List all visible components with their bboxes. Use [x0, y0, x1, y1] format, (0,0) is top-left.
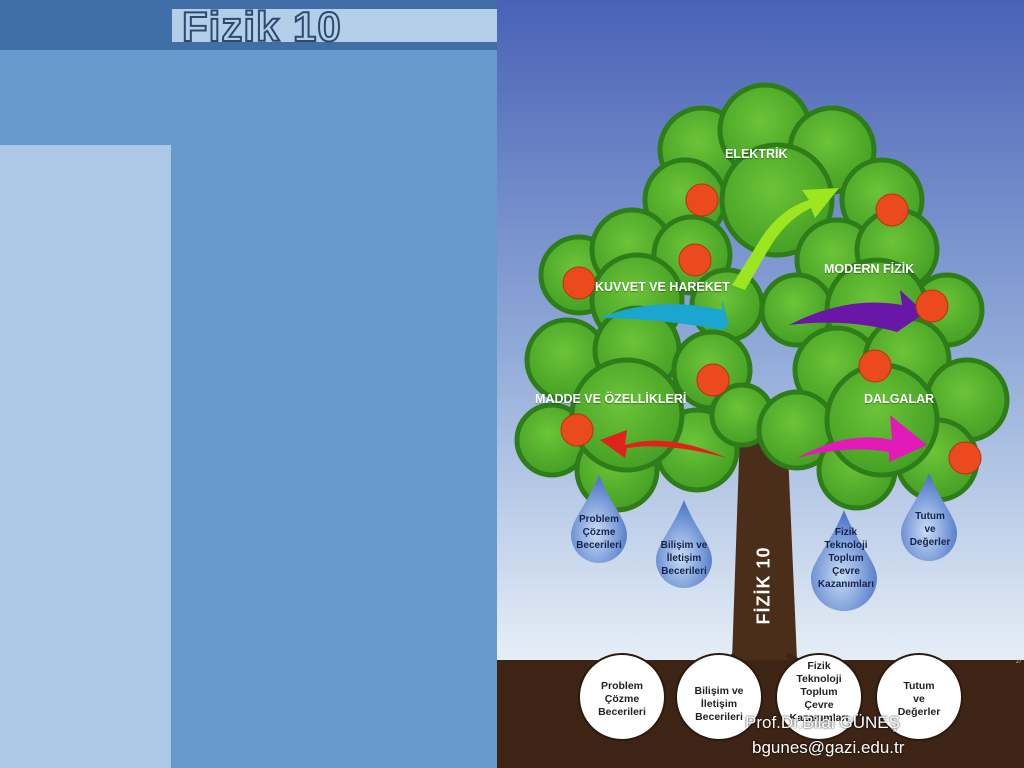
- apple: [875, 193, 909, 227]
- drop-line: Problem: [578, 514, 619, 525]
- root-tutum: [875, 653, 963, 741]
- drop-line: Çözme: [582, 527, 616, 538]
- author-email: bgunes@gazi.edu.tr: [752, 738, 905, 757]
- drop-line: Çevre: [832, 566, 860, 577]
- root-line: Problem: [600, 680, 643, 692]
- root-label-bilisim: Bilişim ve İletişim Becerileri: [684, 685, 754, 724]
- arrow-modern-fizik: [789, 290, 925, 332]
- drop-line: ve: [924, 524, 936, 535]
- tree-trunk: [732, 430, 797, 660]
- branch-label-elektrik: ELEKTRİK: [725, 147, 788, 161]
- root-label-tutum: Tutum ve Değerler: [884, 680, 954, 719]
- root-line: ve: [913, 693, 925, 705]
- apple: [858, 349, 892, 383]
- slide-title: Fizik 10: [181, 3, 342, 51]
- trunk-label: FİZİK 10: [753, 546, 774, 625]
- physics-tree-image: ELEKTRİK KUVVET VE HAREKET MODERN FİZİK …: [497, 0, 1024, 768]
- root-line: Toplum: [800, 686, 838, 698]
- drop-line: Toplum: [828, 553, 864, 564]
- arrow-dalgalar: [797, 415, 927, 462]
- drop-line: Becerileri: [576, 540, 622, 551]
- arrow-kuvvet: [600, 300, 729, 330]
- branch-label-madde: MADDE VE ÖZELLİKLERİ: [535, 392, 687, 406]
- title-box: [172, 9, 497, 42]
- drop-label-bilisim: Bilişim ve İletişim Becerileri: [652, 539, 716, 578]
- drop-line: Teknoloji: [824, 540, 868, 551]
- tree-illustration: [497, 0, 1024, 768]
- header-band: [0, 50, 497, 145]
- root-line: Fizik: [807, 660, 831, 672]
- root-line: Becerileri: [598, 706, 646, 718]
- root-line: İletişim: [700, 698, 738, 710]
- root-line: Tutum: [903, 680, 935, 692]
- author-name: Prof.Dr.Bilal GÜNEŞ: [745, 713, 900, 732]
- apple: [915, 289, 949, 323]
- drop-line: Bilişim ve: [660, 540, 708, 551]
- drop-tutum: [901, 473, 957, 561]
- drop-bilisim: [656, 500, 712, 588]
- root-line: Çözme: [604, 693, 640, 705]
- page-number: 27: [1016, 659, 1022, 665]
- apple: [948, 441, 982, 475]
- drop-fizik: [811, 510, 877, 611]
- arrow-madde: [600, 430, 727, 458]
- apple: [678, 243, 712, 277]
- apples: [560, 183, 982, 475]
- root-fizik: [775, 653, 863, 741]
- drop-line: Becerileri: [661, 566, 707, 577]
- root-problem: [578, 653, 666, 741]
- branch-label-modern-fizik: MODERN FİZİK: [824, 262, 915, 276]
- arrow-elektrik: [732, 188, 839, 290]
- apple: [696, 363, 730, 397]
- root-bilisim: [675, 653, 763, 741]
- root-label-fizik: Fizik Teknoloji Toplum Çevre Kazanımları: [782, 660, 856, 725]
- drop-problem: [571, 475, 627, 563]
- root-label-problem: Problem Çözme Becerileri: [587, 680, 657, 719]
- left-panel: [0, 145, 171, 768]
- drop-label-tutum: Tutum ve Değerler: [899, 510, 961, 549]
- root-line: Kazanımları: [789, 712, 849, 724]
- root-line: Teknoloji: [796, 673, 842, 685]
- apple: [562, 266, 596, 300]
- drop-line: İletişim: [666, 553, 702, 564]
- root-line: Bilişim ve: [694, 685, 744, 697]
- drops: [571, 473, 957, 611]
- root-line: Değerler: [897, 706, 941, 718]
- root-circles: [578, 653, 963, 741]
- drop-line: Tutum: [915, 511, 945, 522]
- drop-label-fizik: Fizik Teknoloji Toplum Çevre Kazanımları: [811, 526, 881, 591]
- root-line: Çevre: [804, 699, 834, 711]
- drop-line: Kazanımları: [817, 579, 875, 590]
- apple: [560, 413, 594, 447]
- root-line: Becerileri: [695, 711, 743, 723]
- drop-label-problem: Problem Çözme Becerileri: [569, 513, 629, 552]
- branch-label-dalgalar: DALGALAR: [864, 392, 935, 406]
- content-panel: [171, 145, 497, 768]
- drop-line: Değerler: [909, 537, 951, 548]
- branch-label-kuvvet: KUVVET VE HAREKET: [595, 280, 730, 294]
- apple: [685, 183, 719, 217]
- drop-line: Fizik: [834, 527, 858, 538]
